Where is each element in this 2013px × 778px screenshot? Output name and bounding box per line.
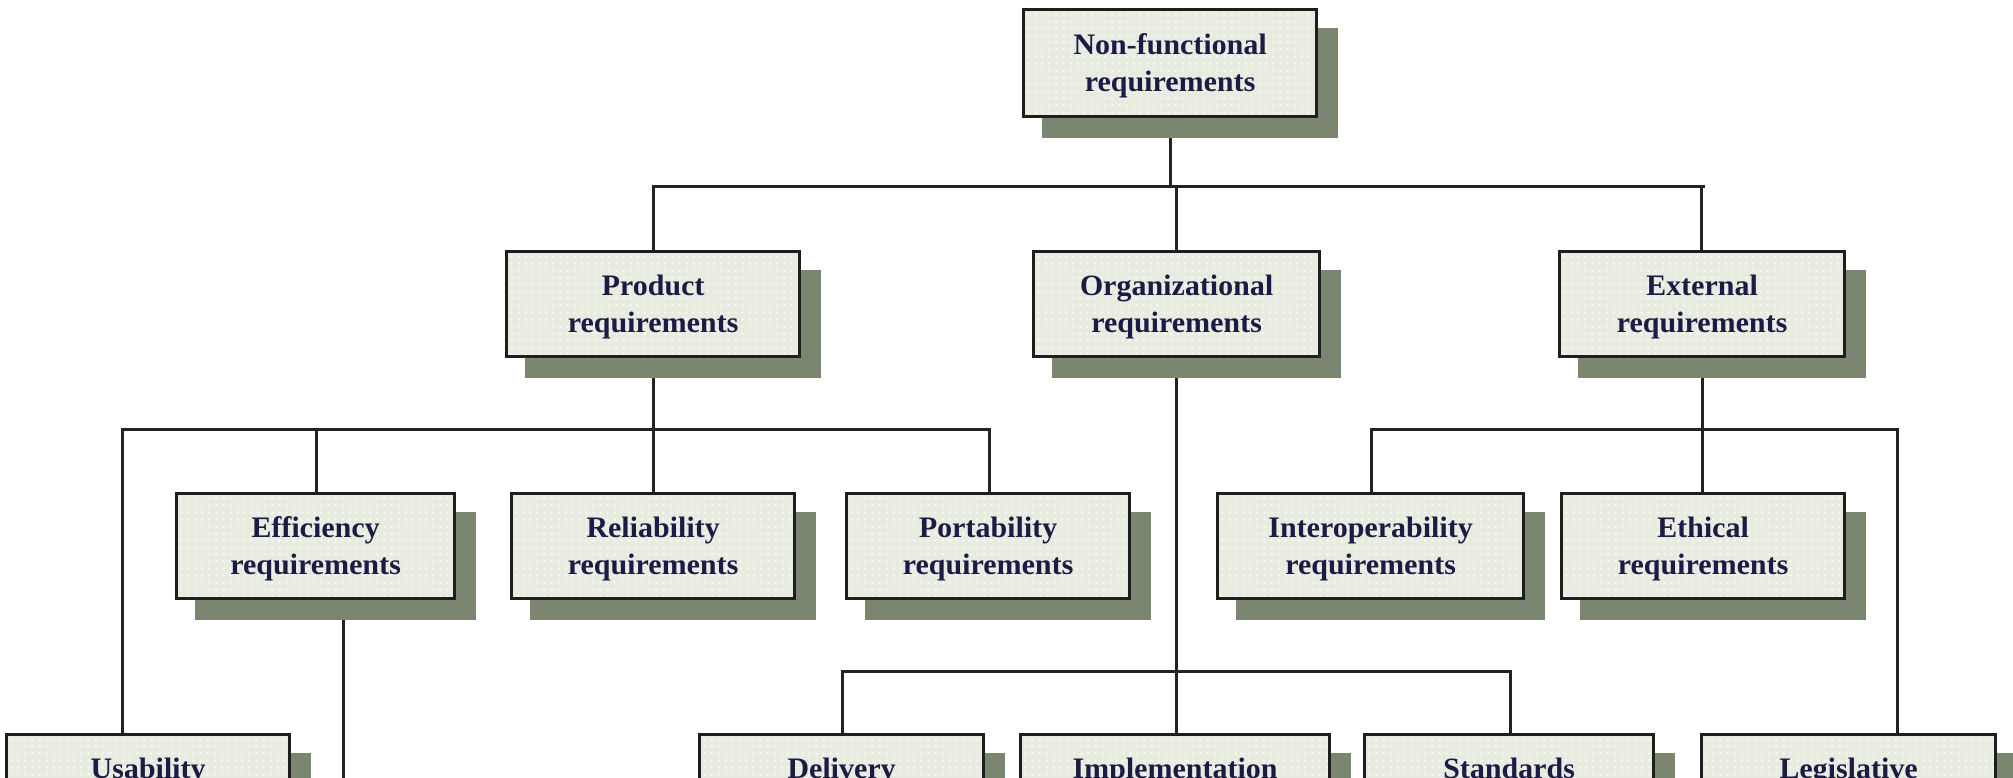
connector-interoperability-drop <box>1370 428 1373 494</box>
node-label: Interoperability requirements <box>1268 511 1473 581</box>
node-label: Non-functional requirements <box>1073 28 1267 98</box>
node-label: Reliability requirements <box>567 511 739 581</box>
connector-organizational-drop <box>1175 185 1178 252</box>
connector-root-drop <box>1169 118 1172 188</box>
connector-external-rail <box>1370 428 1899 431</box>
connector-organizational-rail <box>841 670 1512 673</box>
node-non-functional-requirements: Non-functional requirements <box>1022 8 1318 118</box>
connector-product-drop <box>652 185 655 252</box>
connector-external-drop <box>1700 185 1703 252</box>
connector-product-rail <box>121 428 991 431</box>
node-label: Ethical requirements <box>1617 511 1789 581</box>
node-label: Organizational requirements <box>1079 269 1274 339</box>
node-interoperability-requirements: Interoperability requirements <box>1216 492 1525 600</box>
connector-external-to-rail <box>1701 358 1704 494</box>
connector-level1-rail <box>652 185 1705 188</box>
node-label: Usability <box>90 752 206 778</box>
node-delivery: Delivery <box>698 733 985 778</box>
node-portability-requirements: Portability requirements <box>845 492 1131 600</box>
connector-efficiency-drop <box>315 428 318 494</box>
node-label: External requirements <box>1616 269 1788 339</box>
node-product-requirements: Product requirements <box>505 250 801 358</box>
node-label: Implementation <box>1072 752 1278 778</box>
connector-usability-drop <box>121 428 124 735</box>
connector-product-to-rail <box>652 358 655 494</box>
node-external-requirements: External requirements <box>1558 250 1846 358</box>
node-ethical-requirements: Ethical requirements <box>1560 492 1846 600</box>
connector-delivery-drop <box>841 670 844 735</box>
connector-efficiency-children <box>342 600 345 778</box>
node-label: Legislative <box>1779 752 1918 778</box>
node-label: Portability requirements <box>902 511 1074 581</box>
connector-portability-drop <box>988 428 991 494</box>
node-reliability-requirements: Reliability requirements <box>510 492 796 600</box>
node-label: Delivery <box>787 752 896 778</box>
node-efficiency-requirements: Efficiency requirements <box>175 492 456 600</box>
node-usability: Usability <box>5 733 291 778</box>
node-label: Efficiency requirements <box>230 511 401 581</box>
connector-legislative-drop <box>1896 428 1899 735</box>
node-label: Standards <box>1443 752 1575 778</box>
node-implementation: Implementation <box>1019 733 1331 778</box>
node-organizational-requirements: Organizational requirements <box>1032 250 1321 358</box>
node-label: Product requirements <box>567 269 739 339</box>
node-standards: Standards <box>1363 733 1655 778</box>
connector-organizational-to-rail <box>1175 358 1178 735</box>
node-legislative: Legislative <box>1700 733 1997 778</box>
connector-standards-drop <box>1509 670 1512 735</box>
